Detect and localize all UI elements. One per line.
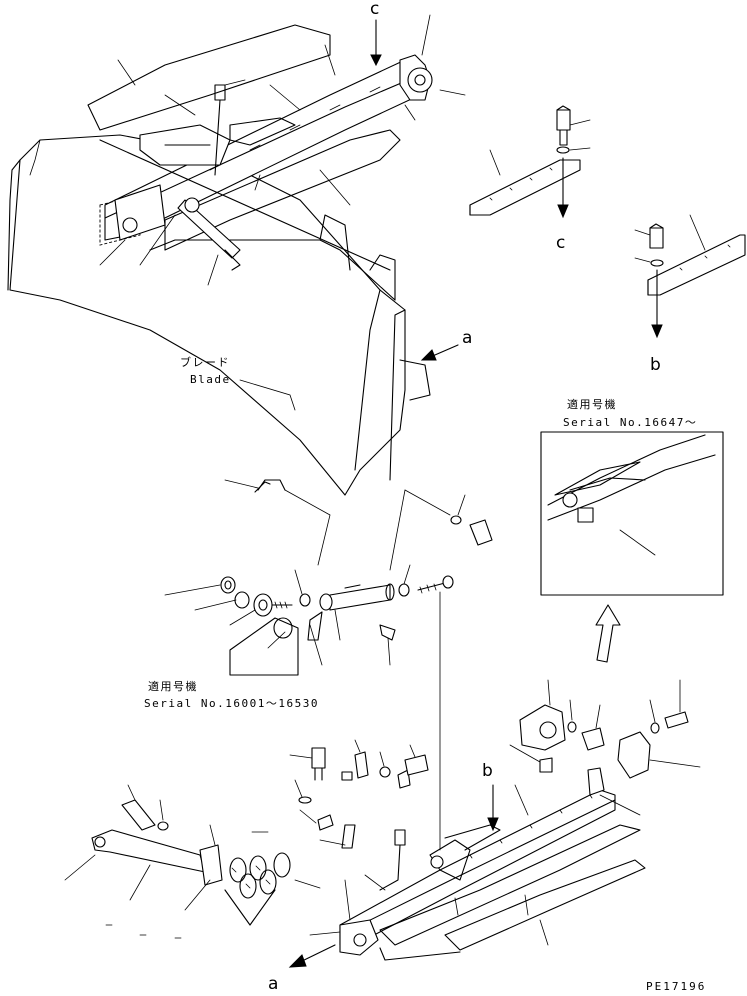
ref-arrow-c-top: c xyxy=(370,0,382,67)
ref-arrow-a-top: a xyxy=(420,328,472,361)
plate-assembly-b: b xyxy=(634,214,746,375)
serial-detail-box: 適用号機 Serial No.16647～ xyxy=(540,397,724,663)
ref-label-a-bottom: a xyxy=(268,974,278,994)
fasteners-group xyxy=(289,739,429,849)
drawing-code: PE17196 xyxy=(646,980,706,993)
ref-arrow-b-bottom: b xyxy=(482,761,499,832)
serial-note-1-en: Serial No.16647～ xyxy=(563,416,697,429)
blade-label-en: Blade xyxy=(190,373,231,386)
ref-label-c-mid: c xyxy=(556,233,565,253)
ref-arrow-a-bottom: a xyxy=(268,944,336,994)
serial-note-2: 適用号機 Serial No.16001～16530 xyxy=(144,679,319,710)
ref-label-b-bottom: b xyxy=(482,761,493,781)
leader-lines-top xyxy=(99,14,466,411)
castings-group xyxy=(509,679,701,779)
ref-label-b-top: b xyxy=(650,355,661,375)
bottom-beam-assembly xyxy=(309,767,646,961)
blade-label: ブレード Blade xyxy=(180,355,231,386)
blade-assembly xyxy=(7,24,433,496)
serial-note-1-jp: 適用号機 xyxy=(567,397,617,411)
linkage-assembly xyxy=(164,479,493,851)
serial-note-2-en: Serial No.16001～16530 xyxy=(144,697,319,710)
blade-label-jp: ブレード xyxy=(180,355,230,369)
ref-label-c-top: c xyxy=(370,0,379,19)
plate-assembly-c: c xyxy=(469,105,591,253)
link-rod-assembly xyxy=(64,784,321,939)
serial-note-2-jp: 適用号機 xyxy=(148,679,198,693)
ref-label-a-top: a xyxy=(462,328,472,348)
